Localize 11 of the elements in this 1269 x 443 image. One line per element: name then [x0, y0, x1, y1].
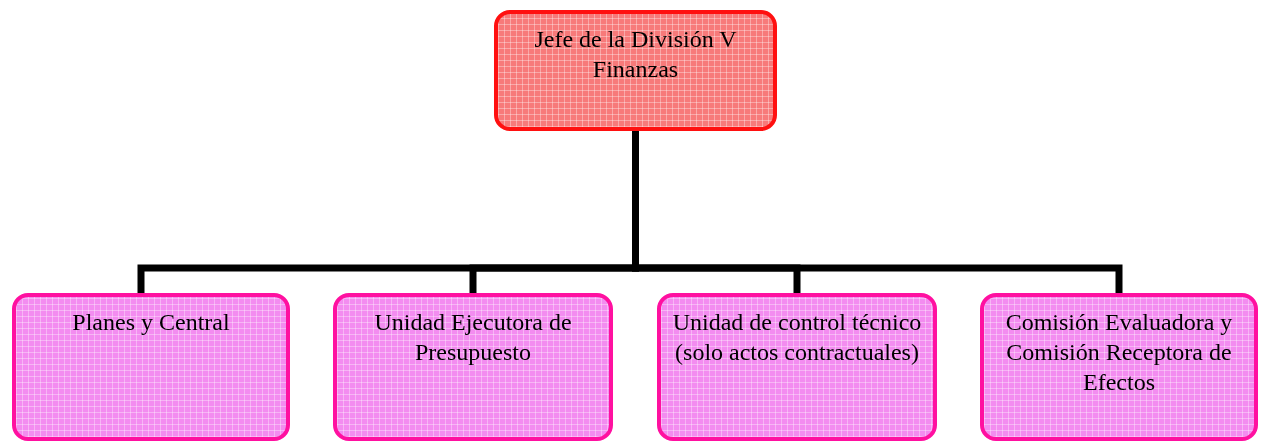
box-label: Comisión Evaluadora y Comisión Receptora de Efectos	[1004, 308, 1234, 397]
org-box	[980, 293, 1258, 441]
box-label: Planes y Central	[72, 308, 230, 337]
box-label: Unidad de control técnico (solo actos contractuales)	[671, 308, 923, 367]
org-box	[657, 293, 937, 441]
box-label: Jefe de la División V Finanzas	[533, 25, 738, 84]
org-box	[333, 293, 613, 441]
org-box	[494, 10, 777, 131]
org-box	[12, 293, 290, 441]
connector-line	[632, 131, 1123, 293]
box-label: Unidad Ejecutora de Presupuesto	[373, 308, 573, 367]
